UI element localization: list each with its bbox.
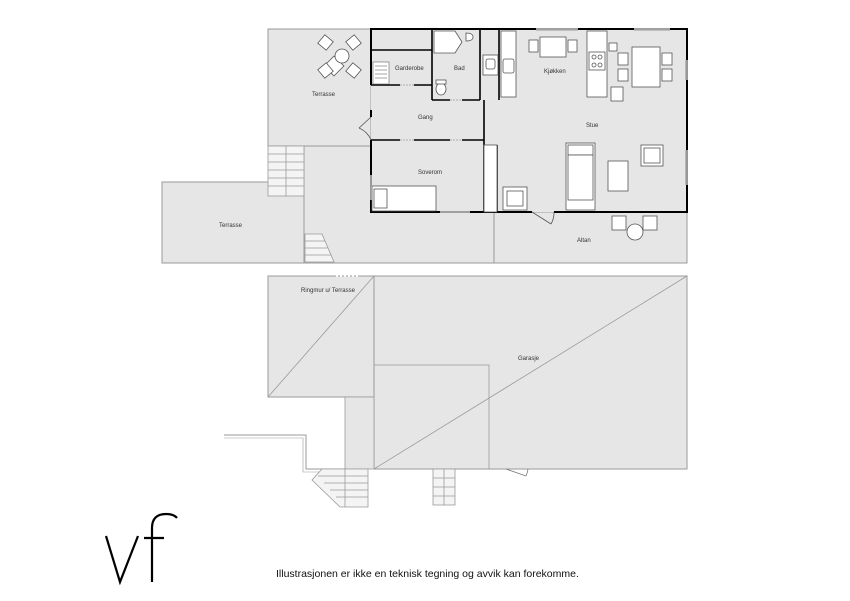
stairs-lower bbox=[311, 468, 369, 508]
entry-door bbox=[358, 116, 372, 141]
room-label-terrasse-left: Terrasse bbox=[219, 223, 243, 229]
garasje-diagonal bbox=[373, 275, 688, 470]
stairs-upper bbox=[267, 145, 305, 197]
vf-logo bbox=[104, 512, 178, 586]
stairs-walkway bbox=[304, 233, 335, 263]
room-label-bad: Bad bbox=[454, 66, 465, 72]
room-label-garderobe: Garderobe bbox=[395, 66, 424, 72]
dining-table bbox=[610, 46, 673, 102]
window-marks-inner bbox=[536, 30, 686, 185]
stairs-garage bbox=[432, 468, 456, 506]
lower-retaining-wall-inner bbox=[224, 437, 345, 473]
lower-floor-plan: Ringmur u/ Terrasse Garasje bbox=[224, 275, 688, 508]
exterior-walls bbox=[370, 28, 688, 213]
disclaimer-text: Illustrasjonen er ikke en teknisk tegnin… bbox=[276, 568, 579, 580]
room-label-kjokken: Kjøkken bbox=[544, 69, 566, 75]
bathroom-fixtures bbox=[433, 30, 499, 96]
room-label-gang: Gang bbox=[418, 115, 433, 121]
room-label-stue: Stue bbox=[586, 123, 599, 129]
altan-furniture bbox=[611, 215, 658, 241]
window-marks bbox=[370, 28, 688, 213]
room-label-altan: Altan bbox=[577, 238, 591, 244]
garage-door bbox=[505, 468, 529, 477]
terrace-furniture bbox=[317, 34, 362, 79]
room-label-terrasse-top: Terrasse bbox=[312, 92, 336, 98]
kitchen-fixtures bbox=[500, 30, 618, 98]
upper-floor-plan: Terrasse Garderobe Bad Kjøkken Gang Stue… bbox=[161, 28, 688, 264]
lower-walkway bbox=[344, 396, 375, 470]
bed bbox=[371, 185, 437, 212]
altan-door bbox=[531, 211, 555, 225]
room-label-garasje: Garasje bbox=[518, 356, 540, 362]
lower-retaining-wall bbox=[224, 434, 345, 470]
wardrobe-shelving bbox=[372, 61, 390, 85]
ringmur-diagonal bbox=[267, 275, 375, 398]
room-label-soverom: Soverom bbox=[418, 170, 442, 176]
living-furniture bbox=[483, 142, 664, 213]
room-label-ringmur: Ringmur u/ Terrasse bbox=[301, 288, 356, 294]
